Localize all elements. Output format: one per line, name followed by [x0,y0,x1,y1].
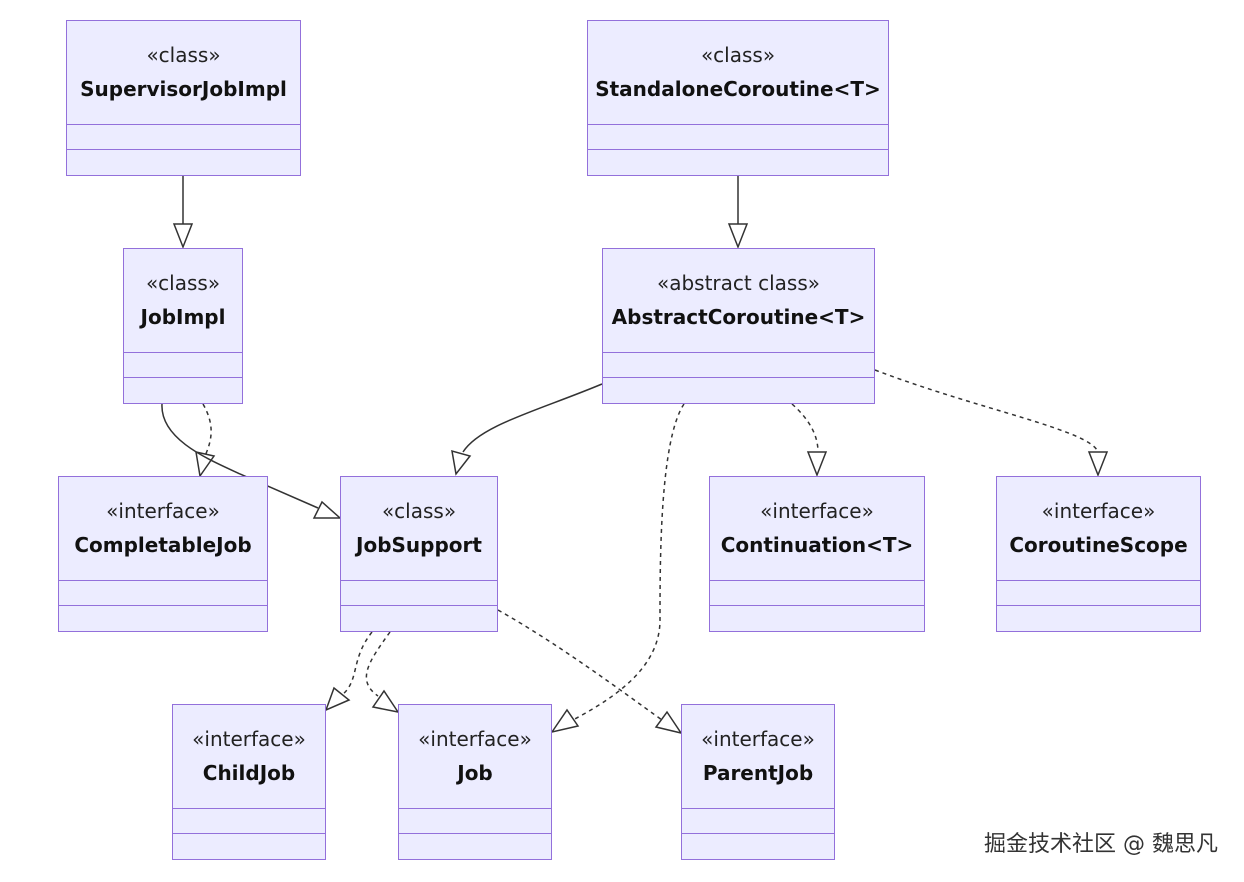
methods-divider [710,605,924,606]
class-box-completablejob: «interface» CompletableJob [58,476,268,632]
stereotype-label: «interface» [701,727,815,751]
edge-abstractcoroutine-coroutinescope [874,369,1109,478]
class-box-abstractcoroutine: «abstract class» AbstractCoroutine<T> [602,248,875,404]
class-name: ChildJob [202,761,296,785]
class-name: AbstractCoroutine<T> [611,305,866,329]
watermark-text: 掘金技术社区 @ 魏思凡 [984,832,1218,857]
stereotype-label: «interface» [760,499,874,523]
attributes-divider [588,124,888,125]
edge-jobimpl-jobsupport [161,403,342,519]
methods-divider [997,605,1200,606]
class-name: StandaloneCoroutine<T> [595,77,881,101]
class-box-standalonecoroutine: «class» StandaloneCoroutine<T> [587,20,889,176]
methods-divider [173,833,325,834]
attributes-divider [399,808,551,809]
methods-divider [682,833,834,834]
attributes-divider [59,580,267,581]
class-name: JobImpl [140,305,226,329]
class-box-parentjob: «interface» ParentJob [681,704,835,860]
stereotype-label: «interface» [192,727,306,751]
edge-supervisorjobimpl-jobimpl [172,176,194,250]
class-box-jobimpl: «class» JobImpl [123,248,243,404]
edge-jobsupport-parentjob [497,609,683,735]
class-box-continuation: «interface» Continuation<T> [709,476,925,632]
class-name: Job [457,761,493,785]
edge-jobsupport-childjob [324,631,373,712]
methods-divider [399,833,551,834]
methods-divider [603,377,874,378]
stereotype-label: «abstract class» [656,271,820,295]
stereotype-label: «interface» [418,727,532,751]
attributes-divider [67,124,300,125]
attributes-divider [682,808,834,809]
stereotype-label: «class» [145,271,221,295]
attributes-divider [173,808,325,809]
methods-divider [124,377,242,378]
class-name: CoroutineScope [1009,533,1188,557]
class-name: ParentJob [702,761,814,785]
edge-abstractcoroutine-continuation [791,403,828,478]
stereotype-label: «interface» [1041,499,1156,523]
stereotype-label: «class» [146,43,221,67]
edge-abstractcoroutine-jobsupport [451,383,603,476]
class-box-supervisorjobimpl: «class» SupervisorJobImpl [66,20,301,176]
attributes-divider [124,352,242,353]
class-box-childjob: «interface» ChildJob [172,704,326,860]
methods-divider [341,605,497,606]
attributes-divider [603,352,874,353]
class-name: CompletableJob [74,533,252,557]
attributes-divider [710,580,924,581]
attributes-divider [341,580,497,581]
class-box-coroutinescope: «interface» CoroutineScope [996,476,1201,632]
edge-abstractcoroutine-job [550,403,685,734]
methods-divider [59,605,267,606]
class-name: JobSupport [356,533,482,557]
class-box-jobsupport: «class» JobSupport [340,476,498,632]
attributes-divider [997,580,1200,581]
edge-standalonecoroutine-abstractcoroutine [727,176,749,250]
class-name: Continuation<T> [720,533,914,557]
class-box-job: «interface» Job [398,704,552,860]
methods-divider [588,149,888,150]
edge-jobsupport-job [365,631,400,714]
stereotype-label: «interface» [106,499,220,523]
stereotype-label: «class» [381,499,457,523]
methods-divider [67,149,300,150]
class-name: SupervisorJobImpl [80,77,287,101]
stereotype-label: «class» [700,43,776,67]
edge-jobimpl-completablejob [195,403,216,478]
